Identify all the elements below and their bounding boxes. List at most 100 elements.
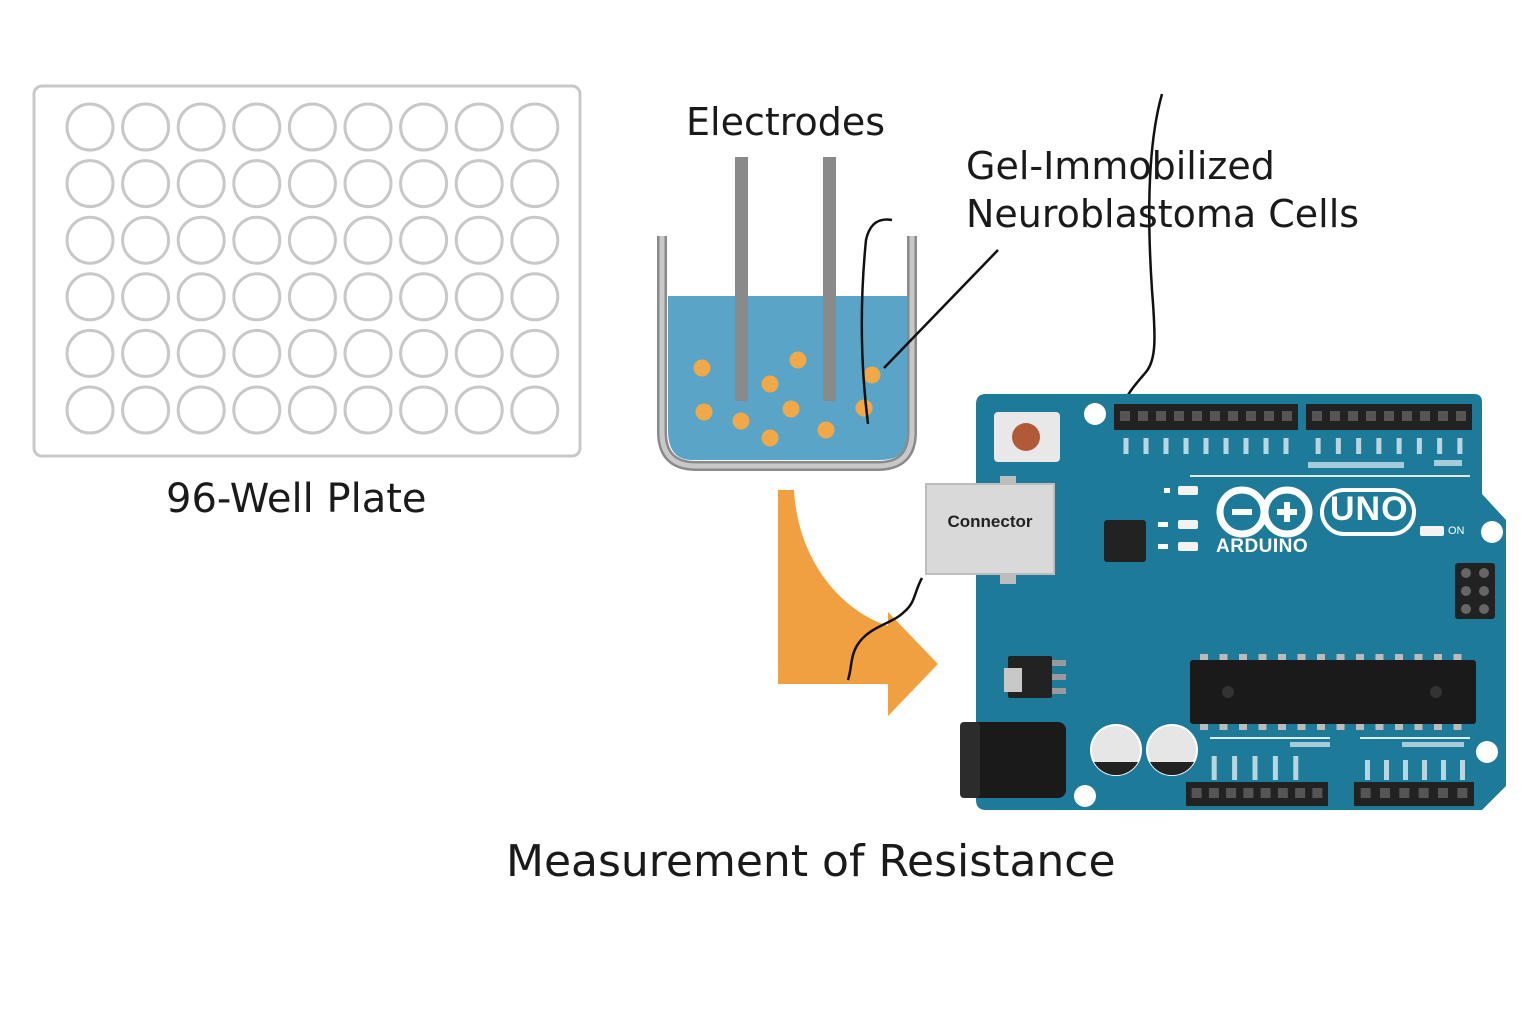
well [232, 102, 282, 152]
cell [693, 359, 711, 377]
well [399, 385, 449, 435]
well [121, 102, 171, 152]
pin-label-mark [1365, 760, 1370, 780]
well [176, 272, 226, 322]
pin [1438, 788, 1448, 798]
pin-label-mark [1252, 756, 1258, 780]
chip-leg [1219, 654, 1228, 660]
chip-leg [1395, 654, 1403, 660]
electrode-left [735, 157, 748, 401]
header-pins [1360, 788, 1468, 798]
arduino-brand-text: ARDUINO [1216, 536, 1309, 557]
chip-leg [1434, 654, 1442, 660]
well [510, 159, 560, 209]
pin [1312, 411, 1322, 421]
pin [1210, 411, 1220, 421]
well [176, 328, 226, 378]
chip-leg [1356, 654, 1364, 660]
silkscreen-mark [1290, 742, 1330, 747]
well [454, 272, 504, 322]
well [343, 385, 393, 435]
pin-label-mark [1315, 438, 1321, 454]
pin-label-mark [1211, 756, 1217, 780]
led-mark [1158, 522, 1168, 527]
led-mark [1164, 488, 1170, 493]
led-on [1420, 526, 1444, 536]
pin [1243, 788, 1254, 798]
cells-label-line1: Gel-Immobilized [966, 144, 1275, 188]
chip-leg [1297, 724, 1306, 730]
pin-label-mark [1143, 438, 1149, 454]
pin-label-mark [1384, 760, 1389, 780]
pin-label-marks [1123, 438, 1465, 780]
pin-label-mark [1232, 756, 1238, 780]
chip-leg [1336, 724, 1345, 730]
led-mark [1158, 544, 1168, 549]
pin [1208, 788, 1219, 798]
pin-label-mark [1183, 438, 1189, 454]
wire-beaker [860, 218, 893, 425]
pin-label-mark [1335, 438, 1341, 454]
pin-label-mark [1263, 438, 1269, 454]
led-rx [1178, 542, 1198, 551]
well [454, 102, 504, 152]
pin-label-mark [1457, 438, 1463, 454]
cell [695, 403, 713, 421]
well [510, 102, 560, 152]
chip-leg [1395, 724, 1403, 730]
pin-label-mark [1163, 438, 1169, 454]
chip-leg [1278, 724, 1286, 730]
pin [1418, 788, 1429, 798]
pin-label-mark [1437, 438, 1443, 454]
chip-leg [1453, 654, 1462, 660]
cell [863, 366, 881, 384]
chip-leg [1434, 724, 1442, 730]
dc-jack [960, 722, 1066, 798]
pin-label-mark [1293, 756, 1299, 780]
well [454, 385, 504, 435]
usb-chip [1104, 520, 1146, 562]
chip-leg [1336, 654, 1345, 660]
chip-leg [1414, 724, 1423, 730]
pin [1246, 411, 1256, 421]
pin-label-mark [1243, 438, 1249, 454]
cell [761, 429, 779, 447]
well [232, 385, 282, 435]
power-header [1186, 782, 1328, 806]
cell [817, 421, 835, 439]
pin-label-mark [1123, 438, 1129, 454]
well [65, 328, 115, 378]
pin [1312, 788, 1323, 798]
led-tx [1178, 520, 1198, 529]
uno-badge [1320, 488, 1416, 536]
beaker-liquid [668, 296, 910, 460]
chip-leg [1317, 654, 1325, 660]
cell [782, 400, 800, 418]
pin [1156, 411, 1166, 421]
well [121, 159, 171, 209]
mount-hole [1481, 521, 1503, 543]
pin [1330, 411, 1340, 421]
pin [1438, 411, 1448, 421]
pin [1260, 788, 1271, 798]
pin [1380, 788, 1390, 798]
pin [1360, 788, 1371, 798]
well [510, 272, 560, 322]
well [65, 385, 115, 435]
well-plate-label: 96-Well Plate [166, 476, 427, 522]
pin [1348, 411, 1358, 421]
beaker [657, 157, 917, 471]
chip-leg [1258, 654, 1267, 660]
uno-text: UNO [1330, 490, 1409, 528]
well [232, 159, 282, 209]
pin-label-mark [1376, 438, 1382, 454]
pin [1228, 411, 1238, 421]
pin-label-mark [1356, 438, 1362, 454]
led-l [1178, 486, 1198, 495]
well [399, 328, 449, 378]
pin-label-mark [1416, 438, 1422, 454]
pin [1366, 411, 1376, 421]
header-pins [1120, 411, 1292, 421]
well [287, 102, 337, 152]
